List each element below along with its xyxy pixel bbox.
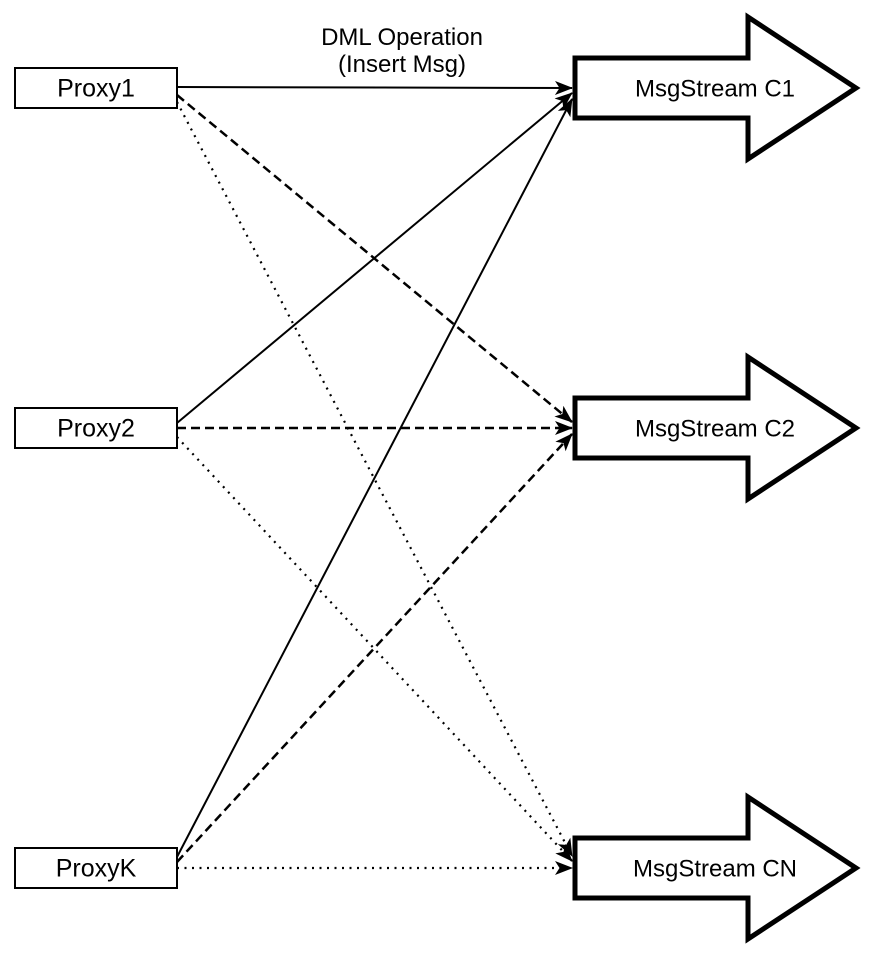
stream-arrow-cn: [572, 792, 861, 944]
stream-c1-label: MsgStream C1: [635, 76, 795, 103]
proxy2-box: [14, 407, 178, 449]
edge-proxy1-to-c1: [176, 80, 573, 95]
proxyk-label: ProxyK: [56, 855, 137, 883]
edge-proxyk-to-c1: [176, 98, 573, 858]
edge-proxy1-to-c2: [176, 94, 573, 423]
proxy2-label: Proxy2: [57, 415, 135, 443]
stream-cn-label: MsgStream CN: [633, 856, 797, 883]
diagram-title-line1: DML Operation: [321, 24, 483, 51]
edge-proxyk-to-c2: [176, 433, 573, 863]
diagram-title-line2: (Insert Msg): [338, 51, 466, 78]
proxy1-label: Proxy1: [57, 75, 135, 103]
proxyk-box: [14, 847, 178, 889]
stream-arrow-c1: [572, 12, 861, 164]
stream-c2-label: MsgStream C2: [635, 416, 795, 443]
proxy1-box: [14, 67, 178, 109]
stream-arrow-c2: [572, 352, 861, 504]
